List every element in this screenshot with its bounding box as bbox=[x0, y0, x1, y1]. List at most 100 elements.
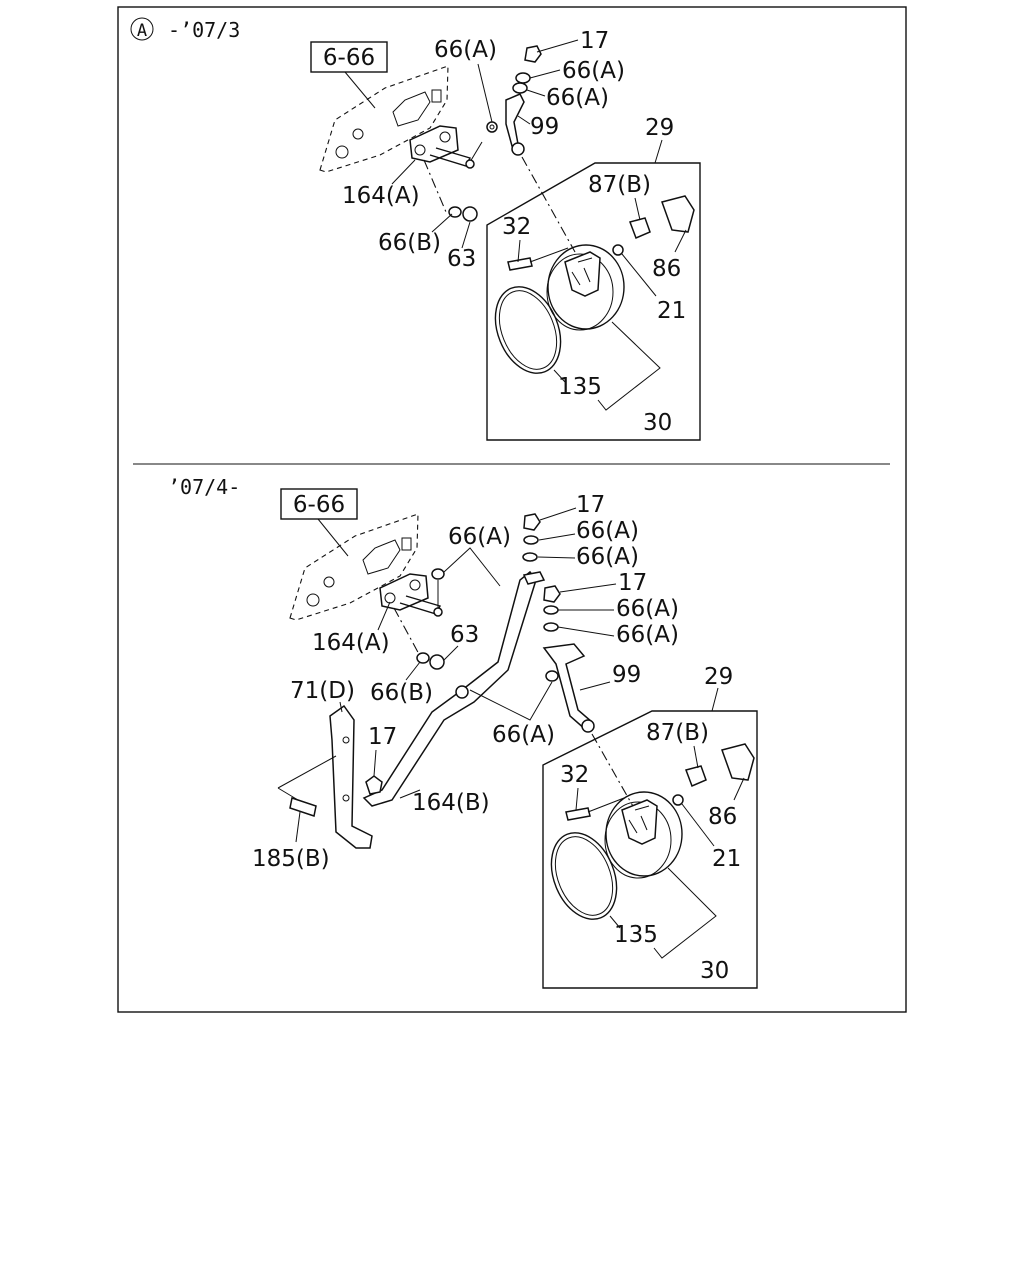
label-185b: 185(B) bbox=[252, 846, 330, 872]
top-plate-tab bbox=[431, 89, 442, 103]
label-17: 17 bbox=[576, 492, 605, 518]
label-29: 29 bbox=[704, 664, 733, 690]
label-135: 135 bbox=[558, 374, 602, 400]
top-ref-leader bbox=[344, 71, 376, 109]
bottom-date-range: ’07/4- bbox=[168, 475, 240, 499]
label-66a: 66(A) bbox=[434, 37, 497, 63]
top-bracket-hole bbox=[414, 144, 426, 156]
label-66a: 66(A) bbox=[616, 596, 679, 622]
label-99: 99 bbox=[530, 114, 559, 140]
top-cap-86 bbox=[661, 195, 695, 233]
label-66a: 66(A) bbox=[492, 722, 555, 748]
bottom-nut-17 bbox=[365, 775, 383, 795]
bottom-washer-66a bbox=[543, 605, 559, 615]
top-center-line bbox=[423, 159, 447, 213]
bottom-nut-63 bbox=[429, 654, 445, 670]
label-66a: 66(A) bbox=[576, 544, 639, 570]
bottom-nut-17 bbox=[523, 513, 541, 531]
label-63: 63 bbox=[447, 246, 476, 272]
bottom-washer-66a bbox=[543, 622, 559, 632]
bottom-washer-66a bbox=[523, 535, 539, 545]
bottom-mirror-glass-135 bbox=[550, 832, 618, 920]
top-stay-99 bbox=[505, 93, 525, 147]
bottom-plate-hole bbox=[306, 593, 320, 607]
top-bolt-head bbox=[465, 159, 475, 169]
bottom-bracket-30 bbox=[653, 867, 717, 959]
bottom-washer-66a bbox=[522, 552, 538, 562]
top-washer-66a bbox=[512, 82, 528, 94]
bottom-section: ’07/4- 6-66 bbox=[168, 475, 758, 989]
top-screw-32 bbox=[507, 257, 533, 271]
label-66a: 66(A) bbox=[576, 518, 639, 544]
top-date-range: -’07/3 bbox=[168, 18, 240, 42]
top-bracket-hole bbox=[439, 131, 451, 143]
label-164a: 164(A) bbox=[312, 630, 390, 656]
label-17: 17 bbox=[368, 724, 397, 750]
top-washer-66a bbox=[486, 121, 498, 133]
label-164b: 164(B) bbox=[412, 790, 490, 816]
label-66a: 66(A) bbox=[562, 58, 625, 84]
bottom-plate-tab bbox=[401, 537, 412, 551]
top-bracket-164a bbox=[409, 125, 459, 163]
bottom-washer-66a bbox=[431, 568, 445, 580]
label-66a: 66(A) bbox=[616, 622, 679, 648]
top-washer-66a bbox=[515, 72, 531, 84]
label-66b: 66(B) bbox=[378, 230, 441, 256]
label-71d: 71(D) bbox=[290, 678, 355, 704]
top-bolt-line bbox=[469, 141, 483, 163]
bottom-ref-leader bbox=[317, 518, 349, 557]
bottom-ref-box-label: 6-66 bbox=[293, 492, 345, 518]
label-164a: 164(A) bbox=[342, 183, 420, 209]
bottom-bolt-head bbox=[433, 607, 443, 617]
bottom-stay-ball bbox=[581, 719, 595, 733]
label-63: 63 bbox=[450, 622, 479, 648]
section-a-symbol-circle bbox=[130, 17, 154, 41]
label-66b: 66(B) bbox=[370, 680, 433, 706]
label-135: 135 bbox=[614, 922, 658, 948]
top-ref-box bbox=[310, 41, 388, 73]
label-87b: 87(B) bbox=[646, 720, 709, 746]
bottom-bolt-185b bbox=[289, 797, 317, 817]
top-nut-63 bbox=[462, 206, 478, 222]
label-21: 21 bbox=[712, 846, 741, 872]
label-17: 17 bbox=[580, 28, 609, 54]
bottom-bracket-hole bbox=[409, 579, 421, 591]
label-29: 29 bbox=[645, 115, 674, 141]
bottom-plate-slot bbox=[362, 539, 401, 575]
top-mirror-group-box bbox=[486, 162, 701, 441]
top-plate-hole bbox=[335, 145, 349, 159]
top-section: A -’07/3 6-66 bbox=[130, 17, 701, 441]
top-assembly-line bbox=[521, 156, 576, 253]
bottom-plate-hole bbox=[323, 576, 335, 588]
diagram-frame bbox=[117, 6, 907, 1013]
top-mirror-glass-135 bbox=[494, 286, 562, 374]
label-30: 30 bbox=[700, 958, 729, 984]
label-30: 30 bbox=[643, 410, 672, 436]
bottom-nut-17 bbox=[543, 585, 561, 603]
bottom-mirror-group-box bbox=[542, 710, 758, 989]
label-32: 32 bbox=[502, 214, 531, 240]
section-a-symbol: A bbox=[137, 21, 147, 41]
bottom-bracket-71d bbox=[329, 704, 373, 849]
label-87b: 87(B) bbox=[588, 172, 651, 198]
top-bracket-30 bbox=[597, 321, 661, 411]
bottom-nut-21 bbox=[672, 794, 684, 806]
bottom-cap-86 bbox=[721, 743, 755, 781]
label-32: 32 bbox=[560, 762, 589, 788]
bottom-bracket-164a bbox=[379, 573, 429, 611]
bottom-mirror-body bbox=[605, 791, 683, 877]
label-66a: 66(A) bbox=[546, 85, 609, 111]
bottom-stay-99 bbox=[542, 643, 594, 732]
top-clip-87b bbox=[629, 217, 651, 239]
bottom-screw-32 bbox=[565, 807, 591, 821]
label-17: 17 bbox=[618, 570, 647, 596]
top-leader-29 bbox=[654, 139, 663, 164]
label-66a: 66(A) bbox=[448, 524, 511, 550]
label-99: 99 bbox=[612, 662, 641, 688]
top-plate-hole bbox=[352, 128, 364, 140]
top-stay-ball bbox=[511, 142, 525, 156]
top-mirror-bracket bbox=[564, 251, 601, 297]
top-plate-slot bbox=[392, 91, 431, 127]
